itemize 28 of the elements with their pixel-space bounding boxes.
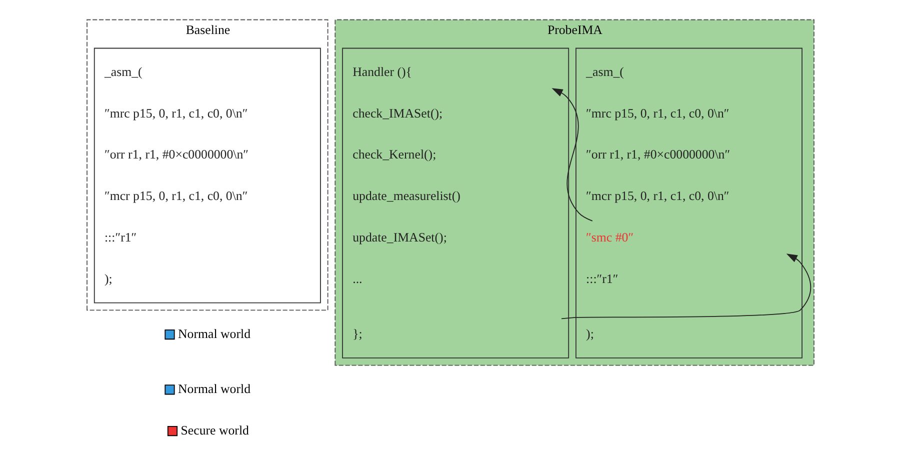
node-text: ″mcr p15, 0, r1, c1, c0, 0\n″ [104, 189, 248, 204]
node-text: ″mrc p15, 0, r1, c1, c0, 0\n″ [104, 106, 248, 120]
cluster [94, 48, 321, 304]
legend-label: Normal world [178, 382, 251, 396]
node-text: _asm_( [586, 65, 624, 80]
node-text: :::″r1″ [586, 272, 618, 286]
node-text: _asm_( [104, 65, 142, 80]
arrow [561, 254, 812, 320]
node-text: ″mrc p15, 0, r1, c1, c0, 0\n″ [586, 106, 730, 120]
arrow [552, 88, 593, 222]
node-text: ″smc #0″ [586, 230, 634, 244]
node-text: ); [104, 272, 112, 286]
node-text: ″mcr p15, 0, r1, c1, c0, 0\n″ [586, 189, 730, 204]
node-text: update_IMASet(); [352, 230, 447, 244]
cluster [575, 48, 802, 358]
node-text: check_Kernel(); [352, 148, 436, 162]
node-text: }; [352, 326, 362, 341]
cluster [342, 48, 570, 358]
node-text: ); [586, 326, 594, 341]
node-text: update_measurelist() [352, 189, 460, 204]
node-text: ″orr r1, r1, #0×c0000000\n″ [586, 148, 730, 162]
legend-label: Secure world [180, 423, 249, 438]
node-text: :::″r1″ [104, 230, 137, 244]
node-text: check_IMASet(); [352, 106, 443, 120]
node-text: ... [352, 272, 362, 286]
legend-label: Normal world [178, 326, 251, 341]
node-text: ″orr r1, r1, #0×c0000000\n″ [104, 148, 249, 162]
node-text: Handler (){ [352, 65, 412, 80]
